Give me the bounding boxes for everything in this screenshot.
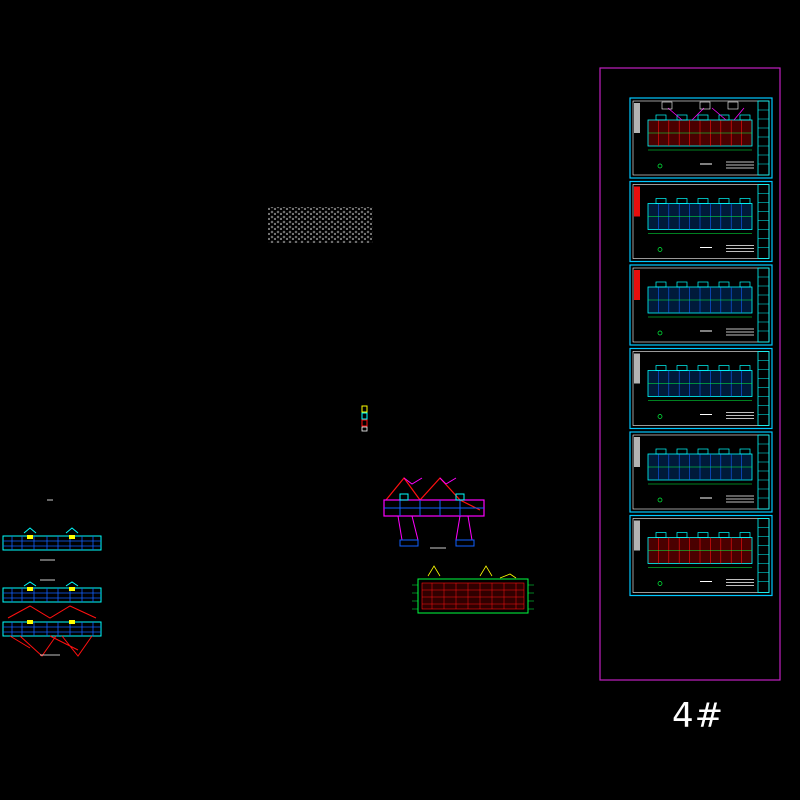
floor-plan-bottom [2,605,102,657]
hatch-pattern-block [268,207,373,243]
drawing-sheet-1 [629,97,773,179]
drawing-sheet-6 [629,514,773,597]
drawing-sheet-2 [629,180,773,263]
drawing-sheet-3 [629,264,773,346]
drawing-sheets [629,97,773,597]
left-floor-plans [2,499,102,657]
floor-plan-top [2,527,102,561]
floor-plan-middle [2,579,102,603]
sheet-number-label: 4# [672,696,725,736]
center-roof-plan [383,477,485,549]
center-green-plan [412,565,534,614]
drawing-sheet-5 [629,431,773,513]
drawing-sheet-4 [629,347,773,430]
sheet-frame-border [599,67,781,681]
small-section-detail [361,405,368,432]
